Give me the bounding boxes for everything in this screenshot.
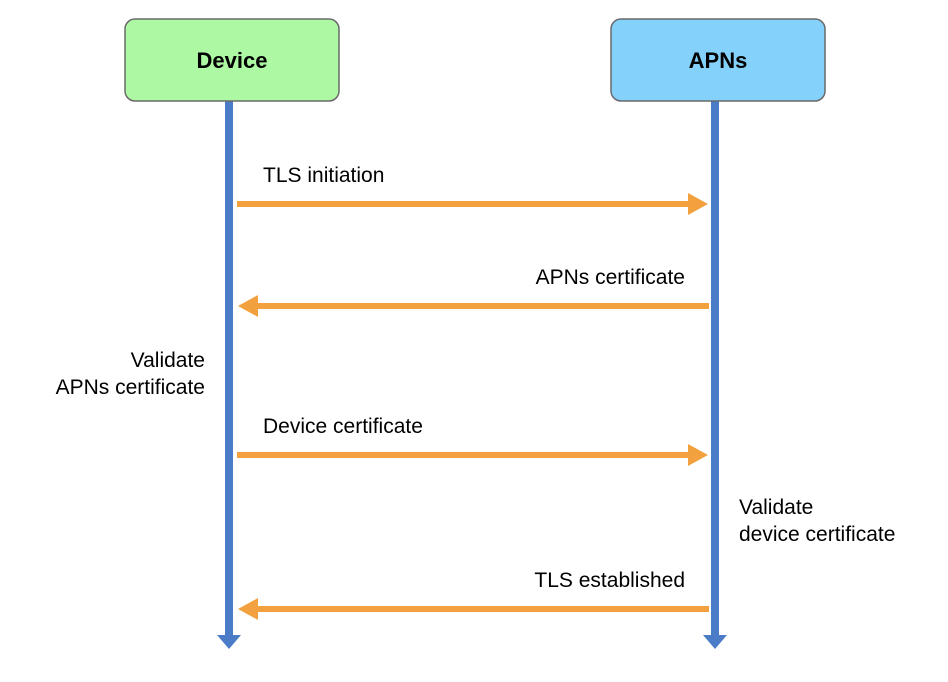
- note-line-2: APNs certificate: [56, 376, 205, 399]
- note-line-1: Validate: [739, 496, 813, 519]
- device-participant: Device: [124, 18, 340, 102]
- arrowhead-right-icon: [688, 444, 708, 466]
- device-participant-label: Device: [197, 48, 268, 73]
- apns-participant-label: APNs: [689, 48, 748, 73]
- apns-validation-note: Validate device certificate: [739, 496, 895, 546]
- arrowhead-left-icon: [238, 598, 258, 620]
- apns-participant: APNs: [610, 18, 826, 102]
- arrowhead-left-icon: [238, 295, 258, 317]
- message-tls-initiation: TLS initiation: [237, 164, 708, 215]
- note-line-2: device certificate: [739, 523, 895, 546]
- arrowhead-right-icon: [688, 193, 708, 215]
- device-validation-note: Validate APNs certificate: [56, 349, 205, 399]
- message-apns-certificate: APNs certificate: [238, 266, 709, 317]
- message-label: TLS established: [534, 569, 685, 592]
- message-tls-established: TLS established: [238, 569, 709, 620]
- message-label: APNs certificate: [536, 266, 685, 289]
- note-line-1: Validate: [131, 349, 205, 372]
- apns-lifeline: [703, 100, 727, 649]
- message-device-certificate: Device certificate: [237, 415, 708, 466]
- device-lifeline: [217, 100, 241, 649]
- message-label: Device certificate: [263, 415, 423, 438]
- message-label: TLS initiation: [263, 164, 384, 187]
